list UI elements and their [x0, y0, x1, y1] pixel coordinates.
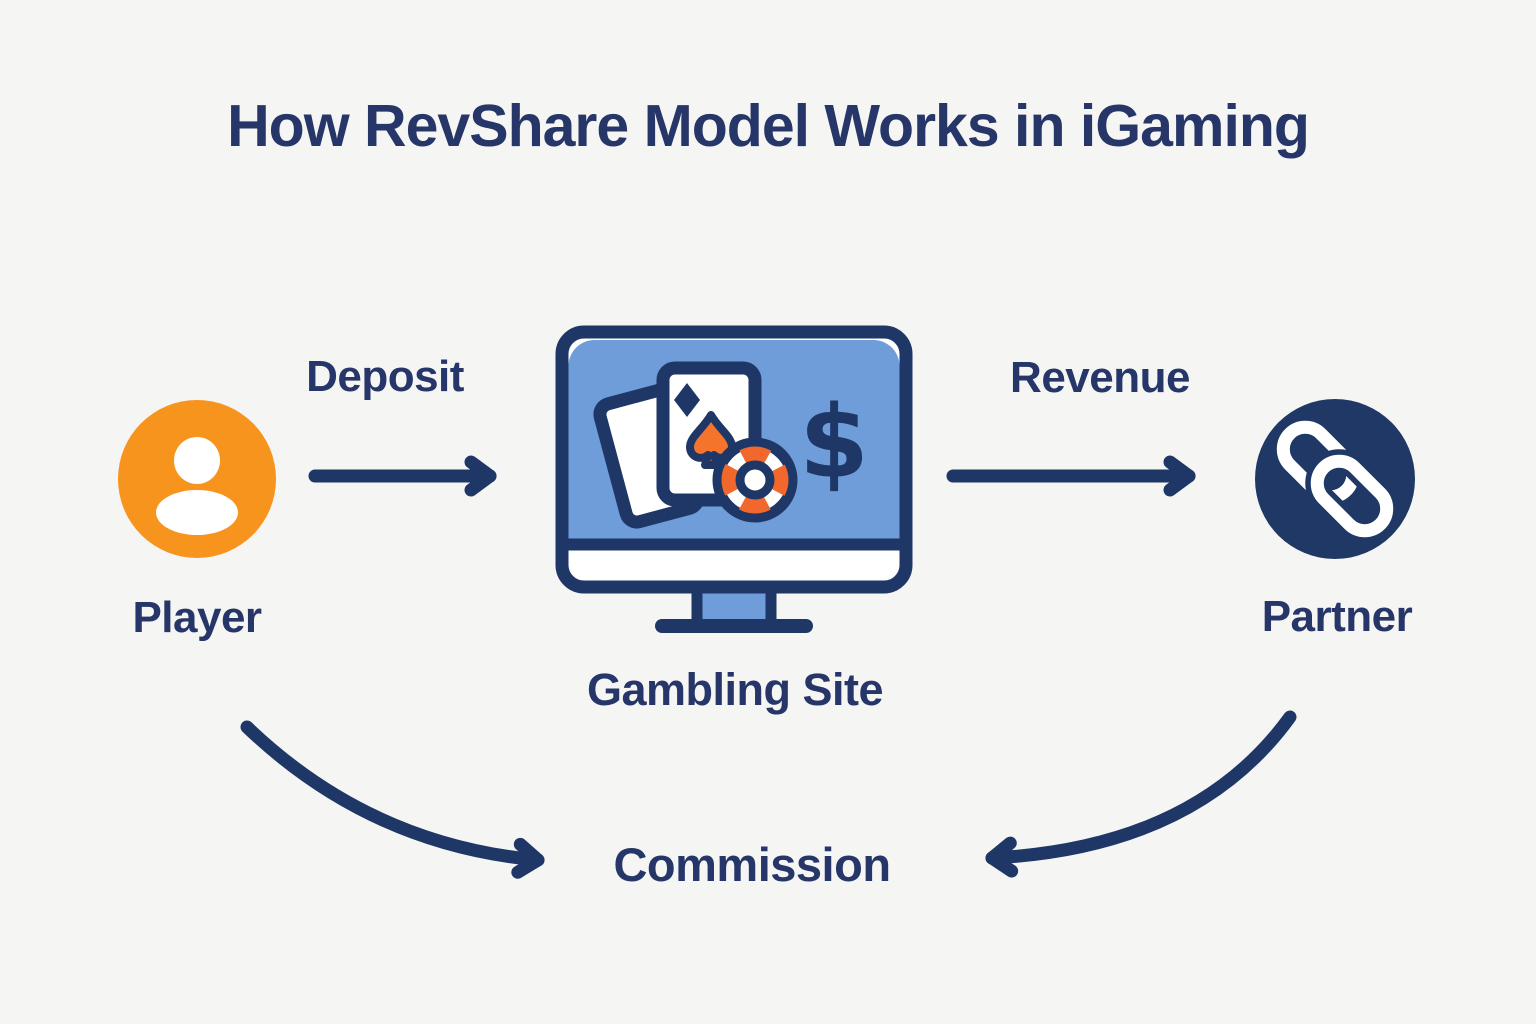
poker-chip-icon [712, 437, 798, 523]
commission-arrow-from-player [240, 720, 545, 879]
deposit-label: Deposit [306, 352, 464, 401]
monitor-casino-icon: $ [555, 325, 913, 633]
partner-circle [1255, 399, 1415, 559]
diamond-suit-shape [674, 383, 700, 417]
playing-cards-icon [593, 361, 762, 529]
gambling-site-label: Gambling Site [586, 664, 884, 715]
spade-suit-shape [686, 411, 736, 469]
player-label: Player [132, 593, 262, 642]
player-node [118, 400, 276, 558]
gambling-site-node: $ [545, 320, 925, 650]
commission-arrow-from-partner [985, 710, 1297, 878]
page-title: How RevShare Model Works in iGaming [227, 93, 1310, 159]
link-icon [1255, 399, 1415, 559]
revenue-label: Revenue [1010, 353, 1190, 402]
partner-label: Partner [1261, 592, 1413, 641]
dollar-sign: $ [799, 384, 869, 501]
user-head-shape [174, 437, 220, 484]
commission-label: Commission [613, 838, 891, 891]
partner-node [1255, 399, 1415, 559]
user-body-shape [156, 490, 238, 535]
